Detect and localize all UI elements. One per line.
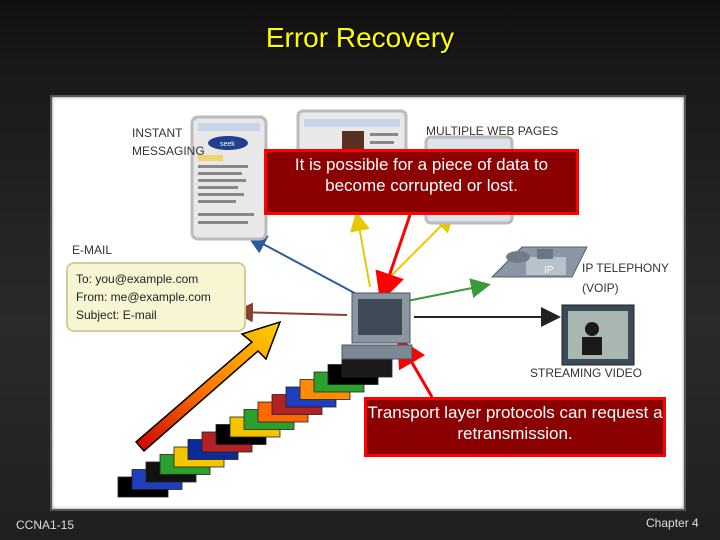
- email-card: To: you@example.com From: me@example.com…: [66, 262, 246, 332]
- video-monitor: [561, 304, 635, 366]
- arrow-to-web-2: [379, 212, 455, 288]
- callout-retransmission-text: Transport layer protocols can request a …: [367, 403, 663, 443]
- pointer-corrupted: [375, 208, 414, 303]
- label-voip: (VOIP): [582, 281, 619, 295]
- im-brand: seek: [220, 141, 235, 148]
- email-from: From: me@example.com: [76, 290, 211, 304]
- label-messaging: MESSAGING: [132, 144, 205, 158]
- data-segment: [341, 356, 393, 378]
- computer-icon: [341, 292, 413, 360]
- arrow-to-email: [233, 302, 348, 323]
- arrow-to-web: [350, 211, 371, 288]
- arrow-to-im: [246, 235, 363, 298]
- footer-right: Chapter 4: [646, 516, 699, 530]
- arrow-to-phone: [401, 278, 491, 303]
- label-instant-messaging: INSTANT MESSAGING: [132, 126, 205, 159]
- label-ip-telephony: IP TELEPHONY: [582, 261, 669, 275]
- callout-corrupted: It is possible for a piece of data to be…: [264, 149, 579, 215]
- callout-corrupted-text: It is possible for a piece of data to be…: [294, 155, 549, 195]
- email-subject: Subject: E-mail: [76, 308, 157, 322]
- footer-left: CCNA1-15: [16, 518, 75, 532]
- slide-title: Error Recovery: [265, 22, 455, 53]
- callout-retransmission: Transport layer protocols can request a …: [364, 397, 666, 457]
- im-window: seek: [190, 115, 268, 241]
- ip-phone: [490, 246, 588, 278]
- data-segments: [117, 356, 393, 498]
- label-instant: INSTANT: [132, 126, 183, 140]
- ip-badge: IP: [544, 265, 554, 276]
- email-to: To: you@example.com: [76, 272, 199, 286]
- label-email: E-MAIL: [72, 243, 113, 257]
- label-multiple-web-pages: MULTIPLE WEB PAGES: [426, 124, 559, 138]
- label-streaming-video: STREAMING VIDEO: [530, 366, 643, 380]
- big-data-arrow: [134, 320, 282, 453]
